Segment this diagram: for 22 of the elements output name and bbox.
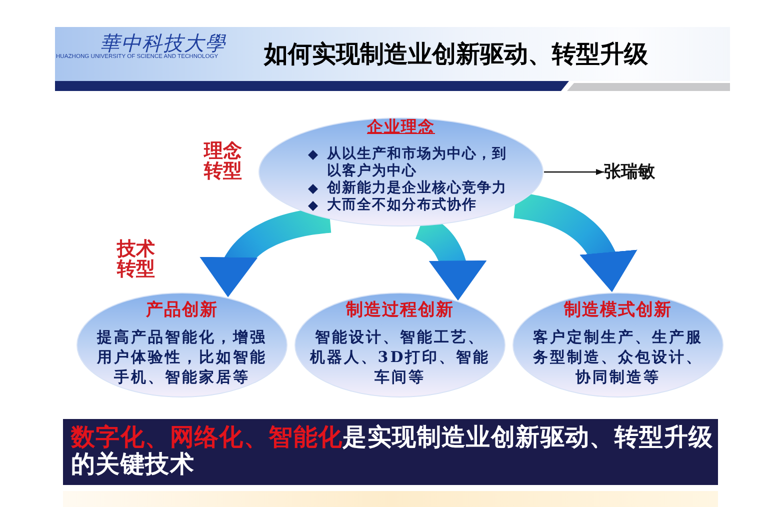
ellipse-title: 企业理念: [367, 118, 435, 136]
bullet-text: 大而全不如分布式协作: [327, 197, 477, 214]
slide-title: 如何实现制造业创新驱动、转型升级: [264, 40, 648, 68]
side-label: 理念转型: [204, 141, 243, 181]
bullet-text: 创新能力是企业核心竞争力: [327, 180, 507, 197]
ellipse-title: 制造模式创新: [564, 300, 672, 320]
innovation-ellipse: [512, 292, 724, 398]
bullet-text: 从以生产和市场为中心，到以客户为中心: [327, 146, 508, 180]
innovation-ellipse: [294, 292, 506, 398]
ellipse-body-text: 提高产品智能化，增强用户体验性，比如智能手机、智能家居等: [96, 327, 268, 387]
arrow: [544, 169, 604, 175]
name-label: 张瑞敏: [604, 161, 655, 183]
ellipse-title: 制造过程创新: [346, 300, 454, 320]
concept-ellipse: [258, 117, 544, 227]
university-name: 華中科技大學: [100, 31, 226, 55]
side-label: 技术转型: [117, 239, 156, 279]
innovation-ellipse: [76, 292, 288, 398]
ellipse-body-text: 智能设计、智能工艺、机器人、3D打印、智能车间等: [308, 327, 492, 387]
banner-text: 数字化、网络化、智能化是实现制造业创新驱动、转型升级的关键技术: [71, 424, 714, 477]
summary-banner: [63, 419, 718, 485]
ellipse-title: 产品创新: [146, 300, 218, 320]
ellipse-body-text: 客户定制生产、生产服务型制造、众包设计、协同制造等: [532, 327, 704, 387]
